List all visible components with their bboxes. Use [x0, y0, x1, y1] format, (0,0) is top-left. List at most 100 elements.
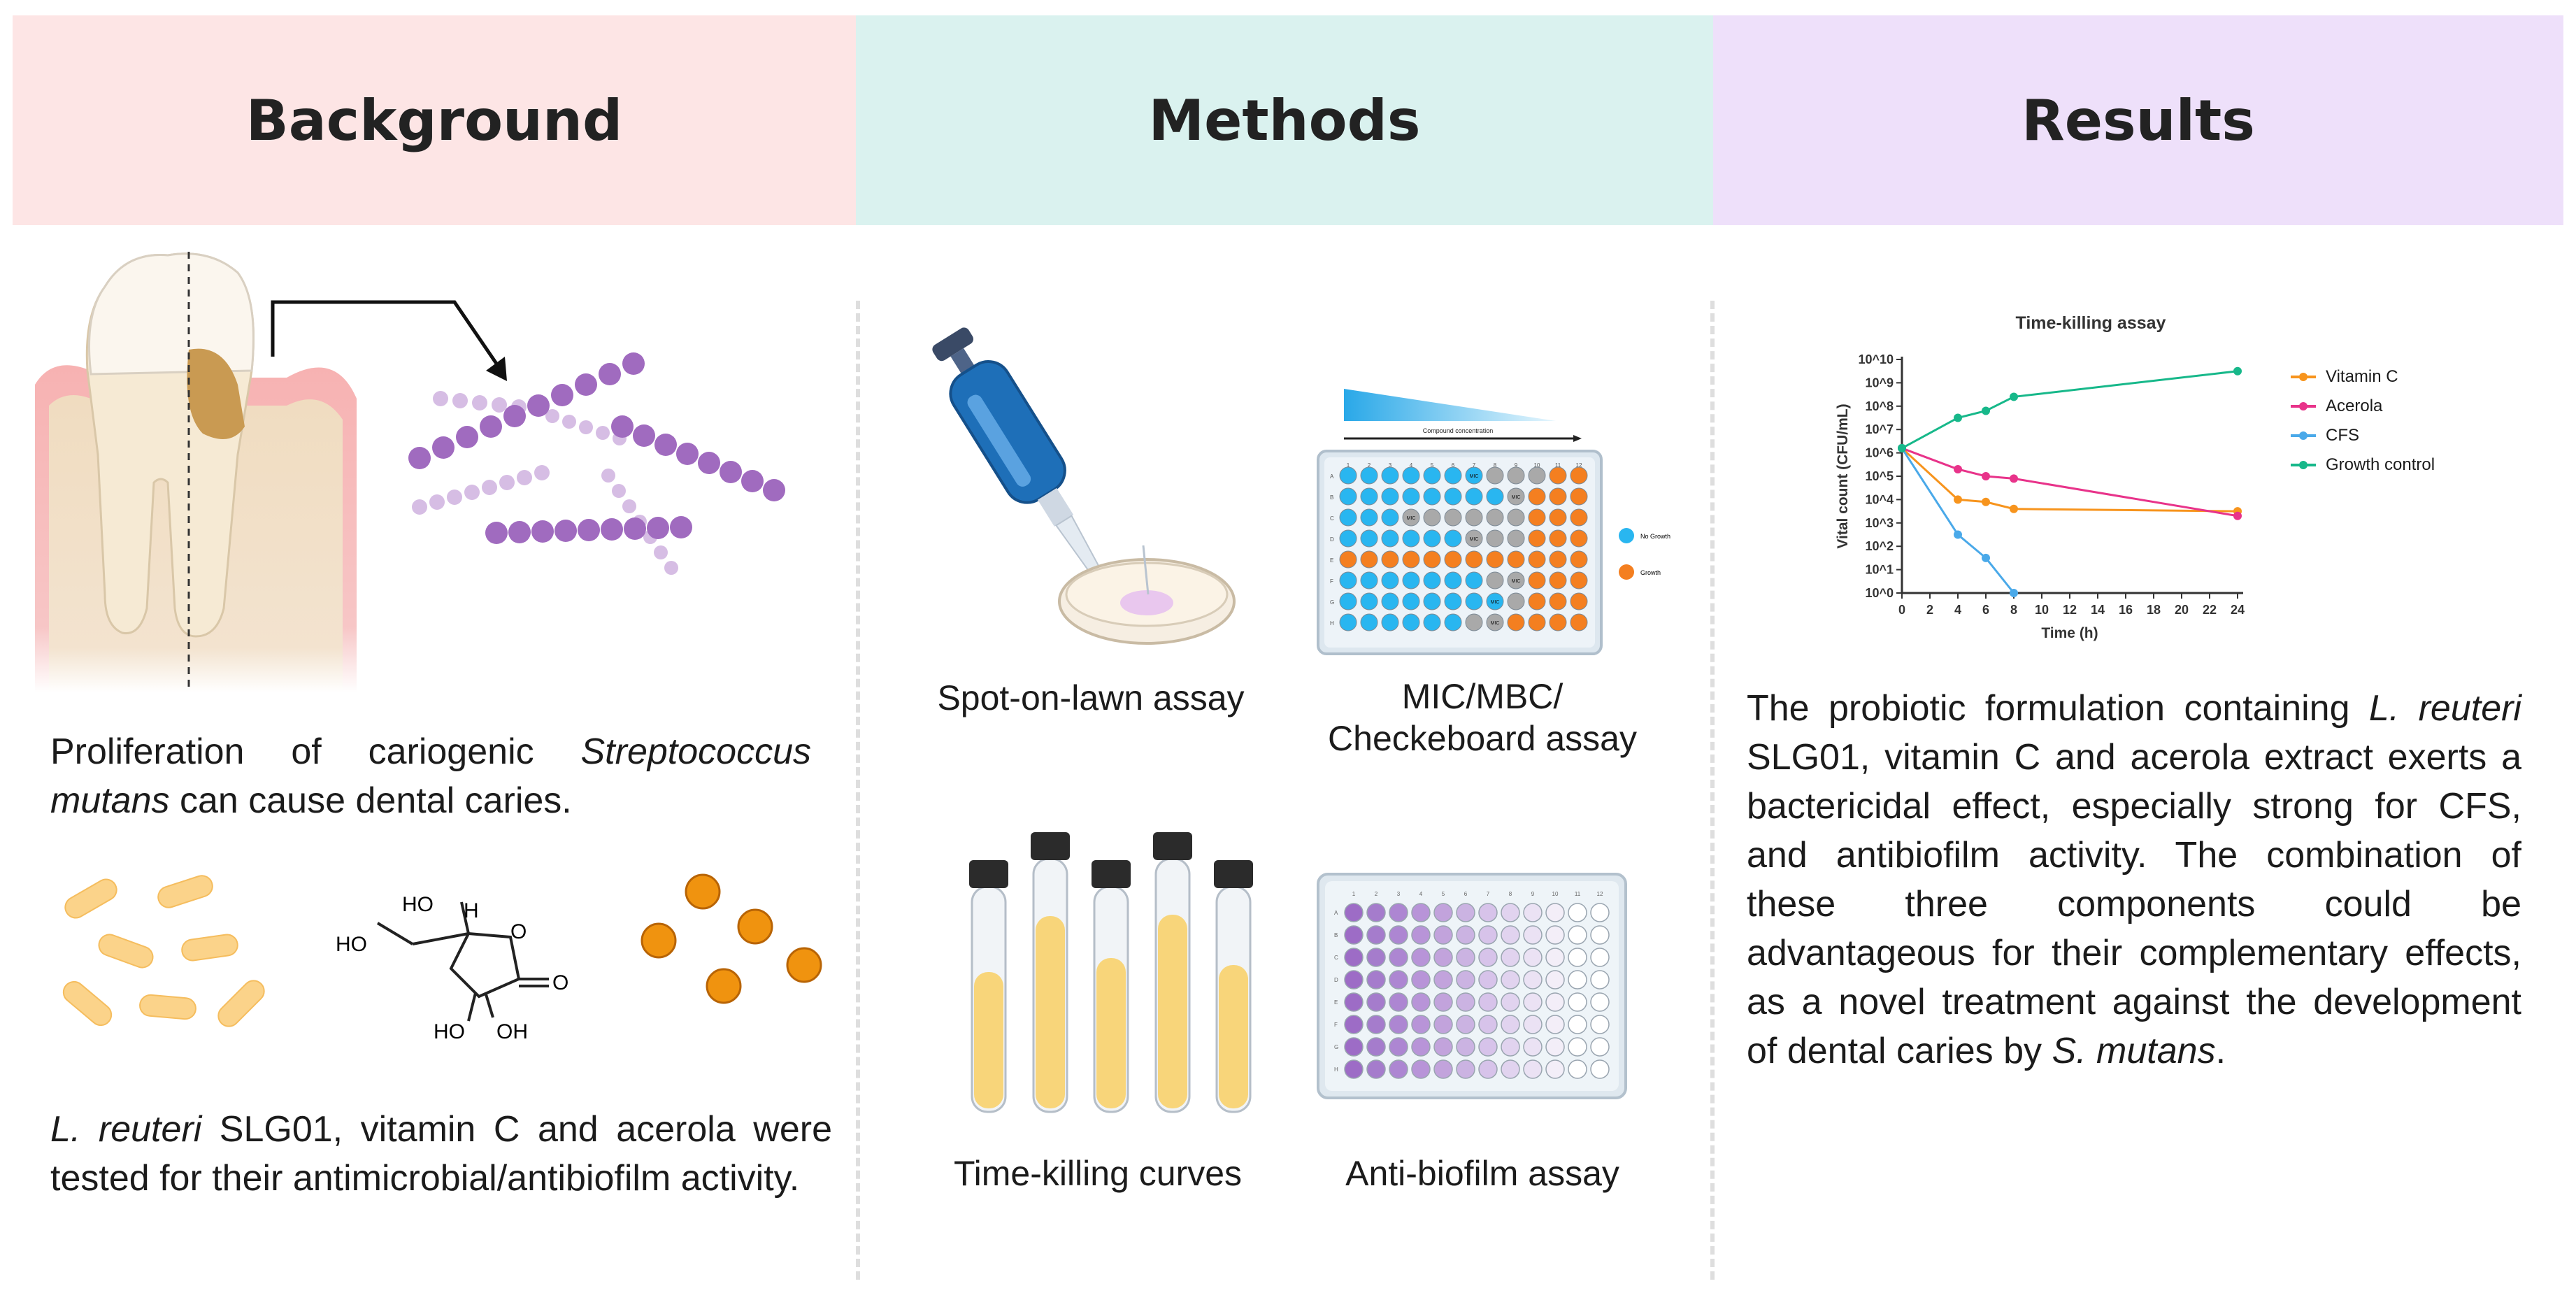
biofilm-well: [1366, 948, 1386, 967]
plate-well: [1402, 613, 1420, 631]
test-tube: [1153, 832, 1192, 1113]
series-point: [1982, 553, 1990, 562]
biofilm-well: [1433, 1015, 1453, 1034]
molecule-label-o-keto: O: [552, 971, 568, 994]
plate-row-label: A: [1334, 910, 1338, 916]
legend-item: Vitamin C: [2291, 362, 2435, 392]
series-point: [1982, 472, 1990, 480]
series-point: [2010, 504, 2018, 513]
biofilm-well: [1478, 1059, 1498, 1079]
divider-left: [856, 301, 860, 1280]
coccus-cell: [612, 484, 626, 498]
biofilm-well: [1568, 948, 1587, 967]
plate-well: [1381, 529, 1399, 548]
biofilm-well: [1366, 992, 1386, 1012]
plate-well: [1360, 508, 1378, 527]
results-text-d: S. mutans: [2052, 1031, 2216, 1071]
plate-col-label: 7: [1487, 891, 1490, 897]
plate-well: [1549, 592, 1567, 610]
plate-well: [1465, 592, 1483, 610]
y-tick-label: 10^3: [1865, 516, 1894, 530]
plate-row-label: E: [1334, 999, 1338, 1006]
y-tick-label: 10^10: [1858, 352, 1894, 366]
plate-well: [1507, 466, 1525, 485]
coccus-cell: [464, 485, 480, 500]
coccus-cell: [531, 520, 554, 543]
biofilm-well: [1366, 903, 1386, 922]
plate-well: [1486, 592, 1504, 610]
biofilm-well: [1590, 970, 1610, 990]
plate-col-label: 12: [1576, 462, 1582, 469]
plate-well: [1444, 487, 1462, 506]
plate-well: [1570, 508, 1588, 527]
biofilm-well: [1344, 1015, 1364, 1034]
plate-well: [1570, 529, 1588, 548]
biofilm-well: [1456, 925, 1475, 945]
plate-col-label: 8: [1509, 891, 1512, 897]
plate-well: [1465, 571, 1483, 590]
x-tick-label: 4: [1954, 603, 1961, 617]
x-tick-label: 20: [2175, 603, 2189, 617]
streptococcus-chains-icon: [408, 352, 785, 575]
plate-well: [1402, 508, 1420, 527]
x-tick-label: 22: [2203, 603, 2217, 617]
biofilm-well: [1545, 925, 1565, 945]
plate-well: [1528, 571, 1546, 590]
molecule-label-h: H: [464, 899, 479, 922]
biofilm-well: [1501, 1037, 1520, 1057]
plate-col-label: 2: [1368, 462, 1371, 469]
mic-marker: MIC: [1512, 579, 1521, 584]
plate-well: [1381, 466, 1399, 485]
no-growth-swatch: [1619, 528, 1634, 543]
plate-col-label: 1: [1352, 891, 1356, 897]
biofilm-well: [1366, 925, 1386, 945]
plate-well: [1570, 466, 1588, 485]
biofilm-well: [1456, 1015, 1475, 1034]
test-tube: [1031, 832, 1070, 1113]
biofilm-well: [1523, 970, 1543, 990]
plate-well: [1402, 529, 1420, 548]
biofilm-well: [1433, 1059, 1453, 1079]
plate-well: [1507, 592, 1525, 610]
plate-well: [1465, 613, 1483, 631]
test-tube: [1214, 860, 1253, 1113]
y-axis-label: Vital count (CFU/mL): [1835, 403, 1851, 548]
biofilm-well: [1590, 1059, 1610, 1079]
plate-col-label: 10: [1534, 462, 1540, 469]
biofilm-well: [1389, 948, 1408, 967]
plate-well: [1507, 571, 1525, 590]
pipette-petri-icon: [932, 327, 1236, 645]
plate-row-label: G: [1330, 599, 1334, 606]
coccus-cell: [647, 517, 669, 539]
biofilm-well: [1590, 948, 1610, 967]
coccus-cell: [551, 384, 573, 406]
series-point: [2233, 366, 2242, 376]
coccus-cell: [596, 426, 610, 440]
coccus-cell: [633, 424, 655, 447]
header-methods: Methods: [856, 15, 1713, 225]
biofilm-well: [1344, 1059, 1364, 1079]
plate-well: [1570, 613, 1588, 631]
plate-col-label: 5: [1431, 462, 1434, 469]
biofilm-well: [1568, 970, 1587, 990]
plate-well: [1570, 487, 1588, 506]
coccus-cell: [517, 470, 532, 485]
biofilm-well: [1568, 1037, 1587, 1057]
biofilm-well: [1478, 925, 1498, 945]
molecule-label-ho-left: HO: [336, 933, 367, 956]
plate-well: [1360, 571, 1378, 590]
plate-col-label: 8: [1494, 462, 1497, 469]
acerola-icon: [641, 873, 822, 1004]
biofilm-well: [1411, 948, 1431, 967]
biofilm-well: [1545, 1037, 1565, 1057]
coccus-cell: [554, 520, 577, 542]
biofilm-well: [1501, 903, 1520, 922]
biofilm-well: [1568, 1015, 1587, 1034]
biofilm-well: [1411, 903, 1431, 922]
legend-item: Acerola: [2291, 392, 2435, 421]
plate-well: [1549, 571, 1567, 590]
series-point: [2010, 589, 2018, 597]
biofilm-well: [1366, 1059, 1386, 1079]
plate-col-label: 7: [1473, 462, 1476, 469]
coccus-cell: [670, 516, 692, 538]
